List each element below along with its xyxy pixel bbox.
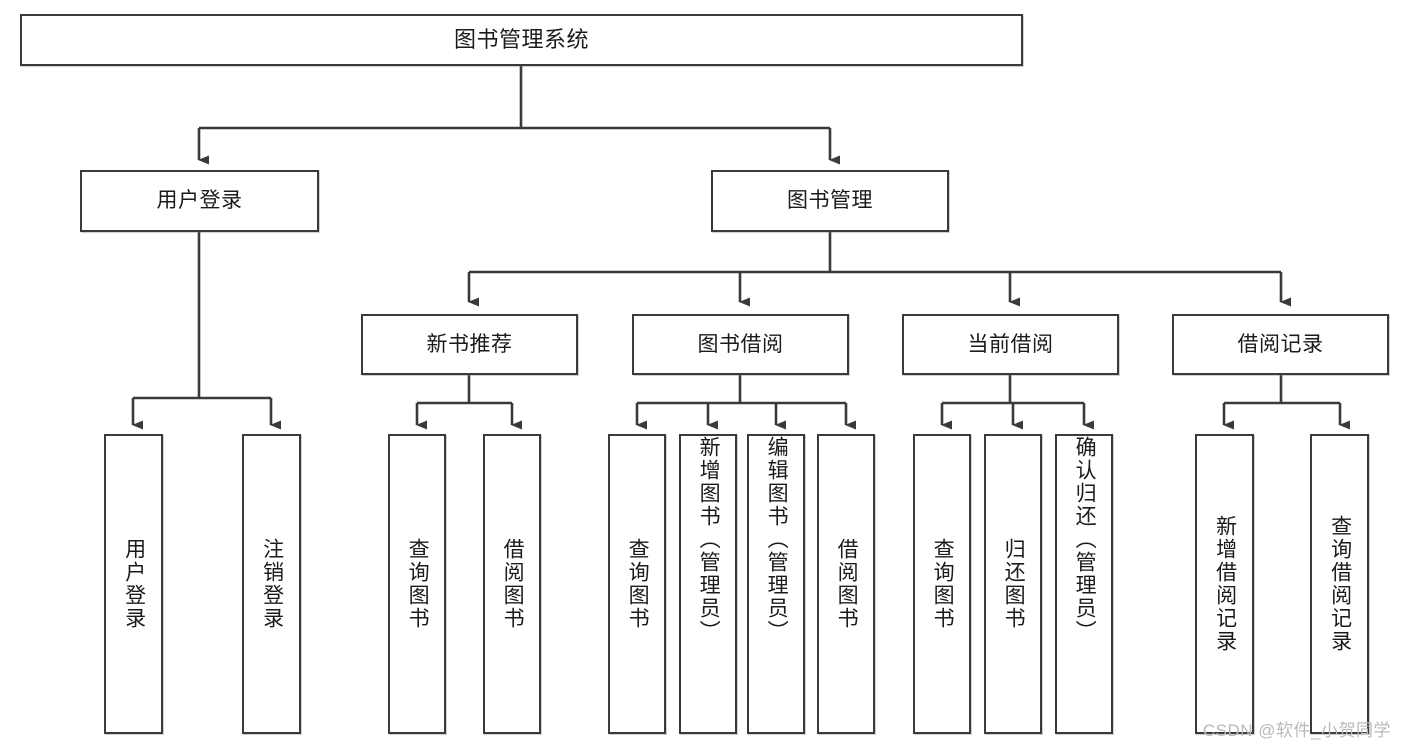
node-label: 归还图书: [1002, 538, 1026, 630]
node-label: 查询图书: [406, 538, 430, 630]
node-label: 用户登录: [122, 538, 146, 630]
leaf-new-book-query-book[interactable]: 查询图书: [388, 434, 446, 734]
leaf-current-borrow-confirm-return-admin[interactable]: 确认归还（管理员）: [1055, 434, 1113, 734]
node-label: 查询图书: [626, 538, 650, 630]
node-label: 确认归还（管理员）: [1073, 436, 1097, 643]
leaf-current-borrow-query-book[interactable]: 查询图书: [913, 434, 971, 734]
node-label: 图书管理系统: [453, 26, 589, 52]
leaf-book-borrow-add-book-admin[interactable]: 新增图书（管理员）: [679, 434, 737, 734]
node-label: 查询图书: [931, 538, 955, 630]
leaf-borrow-record-query-record[interactable]: 查询借阅记录: [1310, 434, 1369, 734]
leaf-book-borrow-query-book[interactable]: 查询图书: [608, 434, 666, 734]
node-label: 用户登录: [156, 189, 243, 213]
node-current-borrow[interactable]: 当前借阅: [902, 314, 1119, 375]
node-label: 图书借阅: [697, 332, 784, 356]
leaf-book-borrow-edit-book-admin[interactable]: 编辑图书（管理员）: [747, 434, 805, 734]
node-label: 借阅图书: [835, 538, 859, 630]
node-label: 编辑图书（管理员）: [765, 436, 789, 643]
node-label: 新增借阅记录: [1213, 515, 1237, 653]
leaf-current-borrow-return-book[interactable]: 归还图书: [984, 434, 1042, 734]
node-root-book-management-system[interactable]: 图书管理系统: [20, 14, 1023, 66]
node-book-management[interactable]: 图书管理: [711, 170, 949, 232]
leaf-user-login-logout[interactable]: 注销登录: [242, 434, 301, 734]
node-label: 图书管理: [787, 189, 873, 213]
leaf-new-book-borrow-book[interactable]: 借阅图书: [483, 434, 541, 734]
node-label: 新书推荐: [426, 332, 513, 356]
node-label: 查询借阅记录: [1328, 515, 1352, 653]
node-book-borrow[interactable]: 图书借阅: [632, 314, 849, 375]
node-borrow-record[interactable]: 借阅记录: [1172, 314, 1389, 375]
leaf-user-login-login[interactable]: 用户登录: [104, 434, 163, 734]
node-label: 注销登录: [260, 538, 284, 630]
leaf-borrow-record-add-record[interactable]: 新增借阅记录: [1195, 434, 1254, 734]
node-label: 新增图书（管理员）: [697, 436, 721, 643]
node-new-book-recommend[interactable]: 新书推荐: [361, 314, 578, 375]
leaf-book-borrow-borrow-book[interactable]: 借阅图书: [817, 434, 875, 734]
node-label: 借阅记录: [1237, 332, 1324, 356]
node-label: 当前借阅: [967, 332, 1054, 356]
node-label: 借阅图书: [501, 538, 525, 630]
node-user-login[interactable]: 用户登录: [80, 170, 319, 232]
